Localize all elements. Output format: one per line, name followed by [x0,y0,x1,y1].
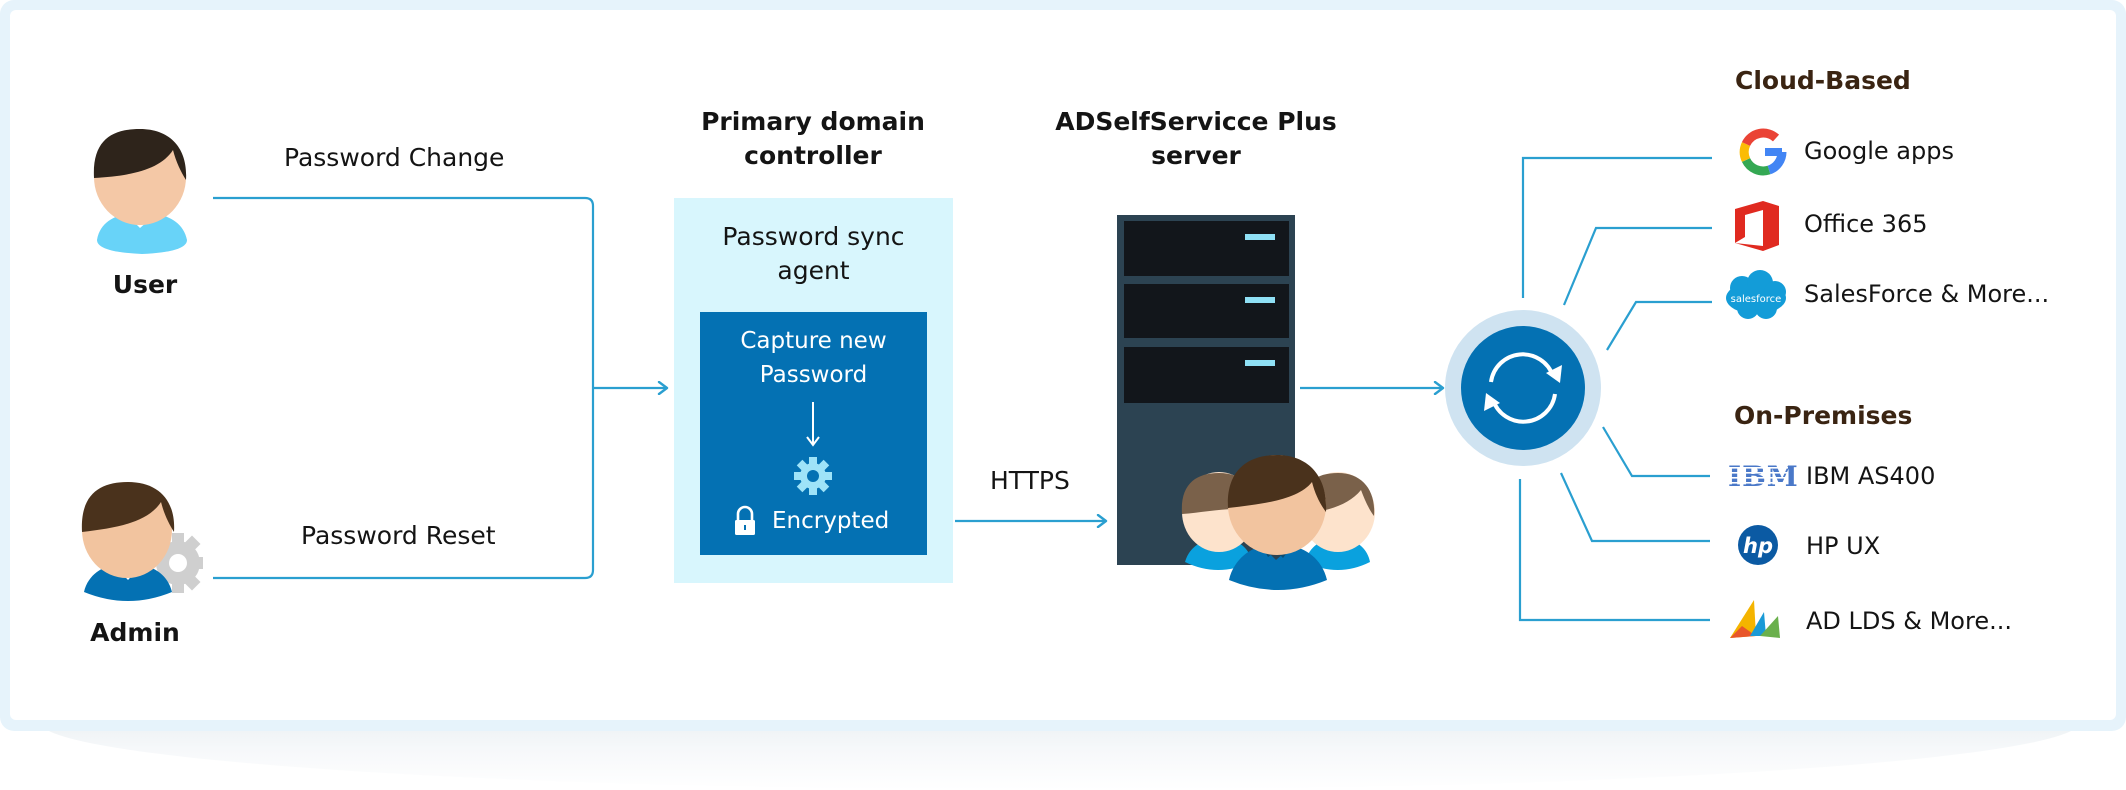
user-avatar-icon [93,129,187,254]
capture-line2: Password [759,362,868,388]
diagram-card [10,10,2116,720]
agent-graphics [735,402,832,535]
pdc-title: Primary domain controller [663,105,963,173]
target-office-365: Office 365 [1804,210,1928,238]
server-title-line1: ADSelfServicce Plus [1055,107,1337,136]
pdc-title-line1: Primary domain [701,107,925,136]
capture-line1: Capture new [740,328,887,354]
admin-avatar-icon [81,482,203,601]
connector-salesforce [1606,300,1712,351]
capture-password-title: Capture new Password [700,324,927,392]
down-arrow-icon [806,402,820,447]
https-label: HTTPS [990,466,1070,495]
encrypted-label: Encrypted [772,508,890,534]
user-label: User [112,270,178,299]
target-hp-ux: HP UX [1806,532,1881,560]
target-ad-lds: AD LDS & More... [1806,607,2012,635]
server-title-line2: server [1151,141,1241,170]
target-connectors [1518,156,1712,622]
admin-gear-icon [156,533,203,593]
sync-agent-title: Password sync agent [674,220,953,288]
connector-hp [1559,472,1710,543]
target-google-apps: Google apps [1804,137,1954,165]
google-icon [1739,128,1787,176]
target-ibm-as400: IBM AS400 [1806,462,1936,490]
connector-office [1562,226,1712,306]
ibm-icon: IBM [1726,460,1799,493]
salesforce-icon: salesforce [1726,270,1786,319]
on-premises-heading: On-Premises [1734,401,1913,430]
sync-hub-icon [1445,310,1601,466]
gear-icon [794,457,832,495]
salesforce-icon-text: salesforce [1731,294,1782,305]
ibm-icon-text: IBM [1728,460,1799,493]
password-change-label: Password Change [284,143,505,172]
primary-domain-controller-box: Password sync agent Capture new Password [674,198,953,583]
cloud-based-heading: Cloud-Based [1735,66,1911,95]
hp-icon: hp [1738,525,1778,565]
admin-label: Admin [90,618,180,647]
user-group-icon [1181,455,1375,590]
office-365-icon [1735,201,1779,251]
password-reset-label: Password Reset [301,521,496,550]
pdc-title-line2: controller [744,141,882,170]
sync-agent-title-line2: agent [777,256,850,285]
connector-adlds [1518,479,1710,622]
server-title: ADSelfServicce Plus server [1046,105,1346,173]
sync-agent-title-line1: Password sync [722,222,905,251]
dynamics-icon [1730,600,1780,638]
target-salesforce: SalesForce & More... [1804,280,2050,308]
password-sync-agent-box: Capture new Password [700,312,927,555]
hp-icon-text: hp [1743,534,1773,558]
connector-ibm [1602,426,1710,478]
connector-google [1521,156,1712,298]
lock-icon [735,505,755,535]
